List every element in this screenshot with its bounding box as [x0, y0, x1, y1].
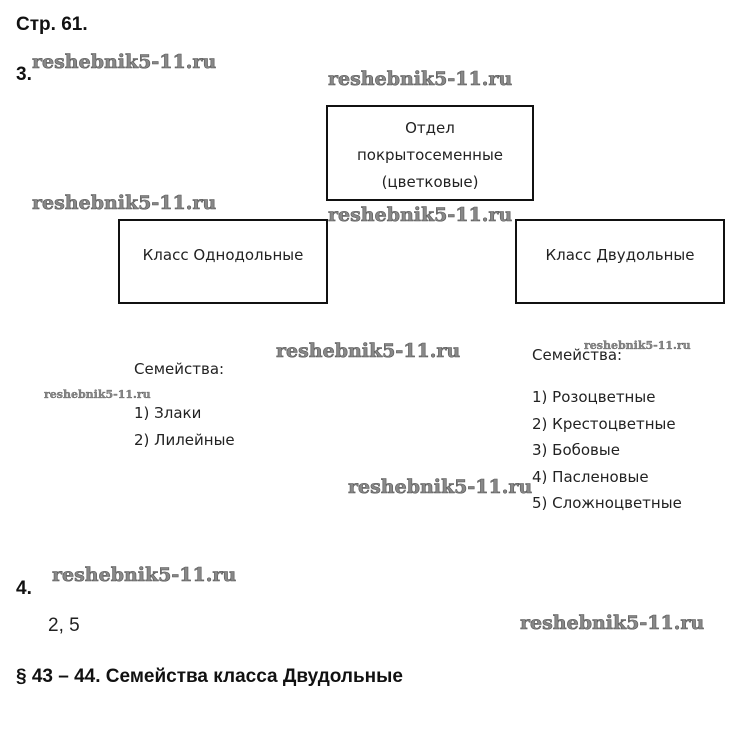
- dicot-class-box: Класс Двудольные: [515, 219, 725, 304]
- box-line: (цветковые): [381, 173, 479, 191]
- monocot-class-box: Класс Однодольные: [118, 219, 328, 304]
- box-label: Класс Однодольные: [142, 246, 304, 264]
- page-title: Стр. 61.: [16, 14, 88, 35]
- task-3-number: 3.: [16, 64, 32, 85]
- list-item: 5) Сложноцветные: [532, 494, 682, 512]
- watermark: reshebnik5-11.ru: [32, 192, 217, 215]
- watermark: reshebnik5-11.ru: [32, 51, 217, 74]
- division-box: Отдел покрытосеменные (цветковые): [326, 105, 534, 201]
- box-line: Отдел: [405, 119, 455, 137]
- task-4-number: 4.: [16, 578, 32, 599]
- watermark: reshebnik5-11.ru: [520, 612, 705, 635]
- task-4-answer: 2, 5: [48, 615, 80, 636]
- box-label: Класс Двудольные: [545, 246, 695, 264]
- section-title: § 43 – 44. Семейства класса Двудольные: [16, 666, 403, 687]
- watermark: reshebnik5-11.ru: [52, 564, 237, 587]
- left-families-list: 1) Злаки 2) Лилейные: [134, 400, 235, 454]
- list-item: 2) Лилейные: [134, 431, 235, 449]
- watermark: reshebnik5-11.ru: [348, 476, 533, 499]
- list-item: 2) Крестоцветные: [532, 414, 676, 433]
- list-item: 1) Злаки: [134, 404, 202, 422]
- right-families-label: Семейства:: [532, 346, 623, 364]
- list-item: 3) Бобовые: [532, 441, 620, 459]
- watermark: reshebnik5-11.ru: [328, 68, 513, 91]
- watermark: reshebnik5-11.ru: [44, 388, 151, 401]
- list-item: 4) Пасленовые: [532, 467, 649, 486]
- watermark: reshebnik5-11.ru: [276, 340, 461, 363]
- box-line: покрытосеменные: [356, 146, 504, 164]
- right-families-list: 1) Розоцветные 2) Крестоцветные 3) Бобов…: [532, 384, 682, 517]
- left-families-label: Семейства:: [134, 360, 225, 378]
- watermark: reshebnik5-11.ru: [328, 204, 513, 227]
- watermark: reshebnik5-11.ru: [584, 339, 691, 352]
- list-item: 1) Розоцветные: [532, 388, 656, 406]
